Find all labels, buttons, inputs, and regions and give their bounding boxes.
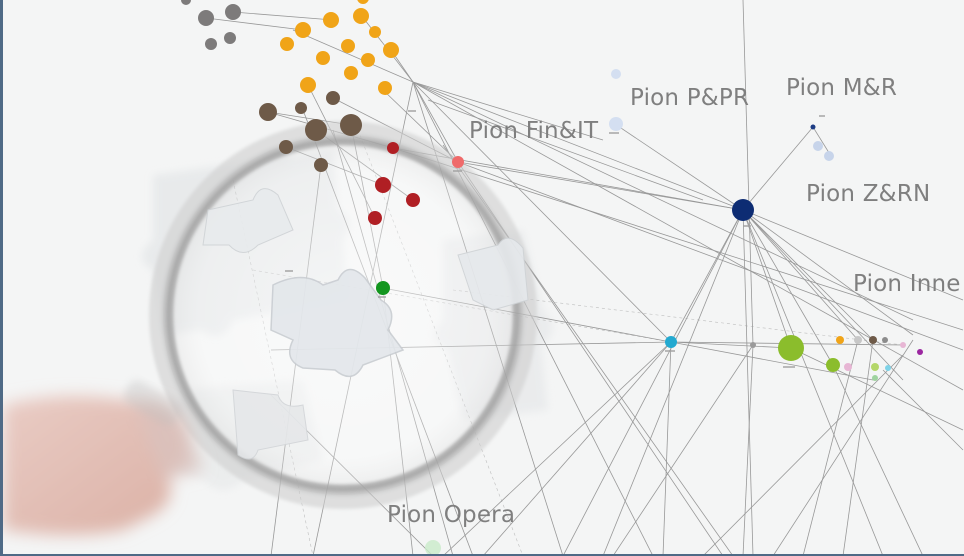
node-darkblue-small: [810, 124, 816, 130]
node-coral: [452, 156, 464, 168]
node-pale-1: [609, 117, 623, 131]
group-label-pion-opera: Pion Opera: [387, 502, 516, 528]
node-cyan: [665, 336, 677, 348]
group-label-pion-m-r: Pion M&R: [786, 75, 898, 101]
node-lightgreen-large: [778, 335, 804, 361]
magnifier-handle: [124, 380, 182, 426]
group-label-pion-inne: Pion Inne: [853, 271, 961, 297]
node-pale-4: [824, 151, 834, 161]
node-cluster-brown: [259, 91, 362, 172]
group-label-pion-p-pr: Pion P&PR: [630, 85, 750, 111]
node-cluster-orange: [280, 0, 399, 95]
hand: [3, 396, 203, 535]
node-cluster-red: [368, 142, 420, 225]
group-label-pion-z-rn: Pion Z&RN: [806, 181, 931, 207]
network-nodes: [181, 0, 923, 554]
node-cluster-gray: [181, 0, 241, 50]
magnifying-glass: [149, 121, 537, 509]
node-green: [376, 281, 390, 295]
node-cluster-right: [750, 336, 923, 381]
group-label-pion-fin-it: Pion Fin&IT: [469, 118, 599, 144]
node-bottom-pale: [425, 540, 441, 554]
node-label-specks: [285, 110, 825, 368]
network-scene: [3, 0, 964, 554]
node-pale-3: [813, 141, 823, 151]
puzzle-pieces: [202, 188, 529, 460]
node-navy-hub: [732, 199, 754, 221]
node-pale-2: [611, 69, 621, 79]
